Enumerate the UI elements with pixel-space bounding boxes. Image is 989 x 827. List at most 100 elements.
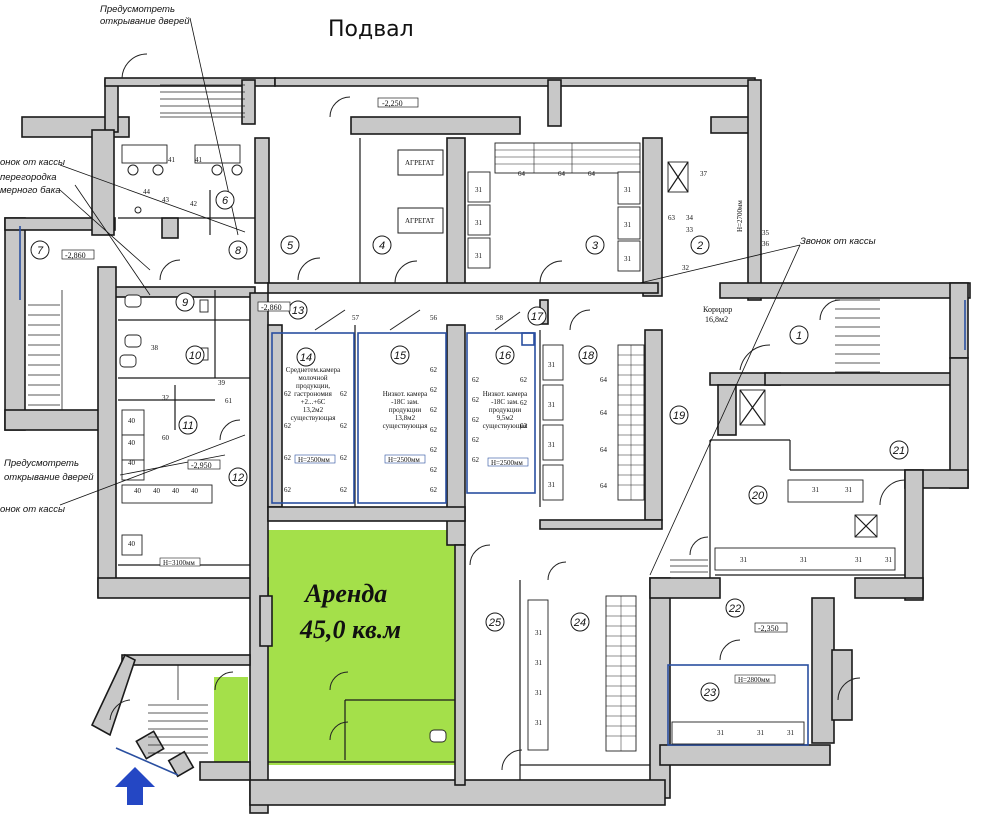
- room-1: 1: [796, 330, 802, 342]
- level-marks: -2,250 -2,860 -2,860 -2,950 -2,350: [61, 97, 788, 633]
- svg-text:64: 64: [600, 376, 608, 384]
- svg-text:31: 31: [548, 481, 556, 489]
- svg-text:продукции: продукции: [389, 406, 421, 414]
- level-4: -2,950: [191, 461, 212, 470]
- room-17: 17: [531, 311, 544, 323]
- svg-text:62: 62: [284, 390, 292, 398]
- entrance-arrow-icon: [115, 767, 155, 805]
- room-16: 16: [499, 350, 512, 362]
- svg-text:H=2700мм: H=2700мм: [736, 200, 744, 232]
- svg-text:58: 58: [496, 314, 504, 322]
- svg-text:62: 62: [430, 446, 438, 454]
- svg-text:31: 31: [535, 629, 543, 637]
- svg-text:31: 31: [885, 556, 893, 564]
- svg-text:существующая: существующая: [291, 414, 337, 422]
- room-7: 7: [37, 245, 44, 257]
- shelf-units: [119, 144, 896, 751]
- plan-title: Подвал: [328, 17, 414, 42]
- chamber-16-desc: Низкот. камера -18С зам. продукции 9,5м2…: [483, 390, 529, 430]
- svg-text:63: 63: [668, 214, 676, 222]
- svg-text:31: 31: [475, 219, 483, 227]
- room-21: 21: [892, 445, 905, 457]
- svg-text:32: 32: [682, 264, 690, 272]
- svg-text:31: 31: [475, 252, 483, 260]
- svg-text:36: 36: [762, 240, 770, 248]
- room-23: 23: [703, 687, 717, 699]
- corridor-area: 16,8м2: [705, 315, 728, 324]
- svg-text:-18С зам.: -18С зам.: [391, 398, 419, 406]
- stairs: [28, 84, 880, 754]
- svg-text:31: 31: [624, 255, 632, 263]
- room-4: 4: [379, 240, 385, 252]
- svg-text:44: 44: [143, 188, 151, 196]
- svg-text:38: 38: [151, 344, 159, 352]
- svg-text:62: 62: [520, 422, 528, 430]
- svg-text:62: 62: [472, 436, 480, 444]
- room-8: 8: [235, 245, 242, 257]
- note-bell-left-bottom: онок от кассы: [0, 504, 65, 515]
- svg-text:Среднетем.камера: Среднетем.камера: [286, 366, 341, 374]
- svg-text:62: 62: [284, 422, 292, 430]
- aggregate-2-label: АГРЕГАТ: [405, 217, 435, 225]
- svg-text:40: 40: [134, 487, 142, 495]
- svg-text:31: 31: [855, 556, 863, 564]
- svg-text:H=2500мм: H=2500мм: [298, 456, 330, 464]
- height-labels: H=2500мм H=2500мм H=2500мм H=3100мм H=28…: [159, 200, 776, 684]
- room-18: 18: [582, 350, 595, 362]
- svg-text:62: 62: [472, 456, 480, 464]
- note-doors-left-1: Предусмотреть: [4, 458, 79, 469]
- svg-text:62: 62: [284, 486, 292, 494]
- svg-text:64: 64: [600, 446, 608, 454]
- svg-text:31: 31: [787, 729, 795, 737]
- svg-text:64: 64: [518, 170, 526, 178]
- room-5: 5: [287, 240, 294, 252]
- svg-text:продукции,: продукции,: [296, 382, 330, 390]
- svg-text:35: 35: [762, 229, 770, 237]
- svg-text:64: 64: [600, 409, 608, 417]
- svg-text:41: 41: [195, 156, 203, 164]
- svg-text:37: 37: [700, 170, 708, 178]
- svg-text:64: 64: [600, 482, 608, 490]
- room-12: 12: [232, 472, 244, 484]
- aggregate-1-label: АГРЕГАТ: [405, 159, 435, 167]
- svg-text:молочной: молочной: [298, 374, 327, 382]
- svg-text:31: 31: [757, 729, 765, 737]
- svg-text:40: 40: [153, 487, 161, 495]
- svg-text:31: 31: [535, 689, 543, 697]
- svg-text:31: 31: [717, 729, 725, 737]
- room-24: 24: [573, 617, 586, 629]
- svg-text:31: 31: [548, 361, 556, 369]
- chamber-14-desc: Среднетем.камера молочной продукции, гас…: [286, 366, 341, 422]
- svg-text:40: 40: [191, 487, 199, 495]
- svg-text:31: 31: [845, 486, 853, 494]
- room-6: 6: [222, 195, 229, 207]
- svg-text:62: 62: [430, 486, 438, 494]
- svg-text:31: 31: [548, 441, 556, 449]
- svg-text:32: 32: [162, 394, 170, 402]
- note-doors-left-2: открывание дверей: [4, 472, 94, 483]
- svg-text:H=2500мм: H=2500мм: [388, 456, 420, 464]
- room-11: 11: [182, 420, 193, 432]
- room-3: 3: [592, 240, 599, 252]
- svg-text:41: 41: [168, 156, 176, 164]
- level-2: -2,860: [65, 251, 86, 260]
- svg-text:31: 31: [740, 556, 748, 564]
- svg-text:62: 62: [520, 399, 528, 407]
- room-19: 19: [673, 410, 685, 422]
- svg-text:31: 31: [548, 401, 556, 409]
- svg-text:62: 62: [472, 416, 480, 424]
- room-13: 13: [292, 305, 305, 317]
- room-2: 2: [696, 240, 703, 252]
- svg-text:62: 62: [472, 396, 480, 404]
- svg-text:62: 62: [472, 376, 480, 384]
- svg-text:31: 31: [624, 221, 632, 229]
- note-doors-top-1: Предусмотреть: [100, 4, 175, 15]
- chamber-15-desc: Низкот. камера -18С зам. продукции 13,8м…: [383, 390, 429, 430]
- svg-text:62: 62: [340, 422, 348, 430]
- walls: [4, 77, 971, 814]
- room6-fixtures: [127, 164, 243, 214]
- room-15: 15: [394, 350, 407, 362]
- cold-chambers: [19, 226, 966, 776]
- svg-text:гастрономия: гастрономия: [294, 390, 333, 398]
